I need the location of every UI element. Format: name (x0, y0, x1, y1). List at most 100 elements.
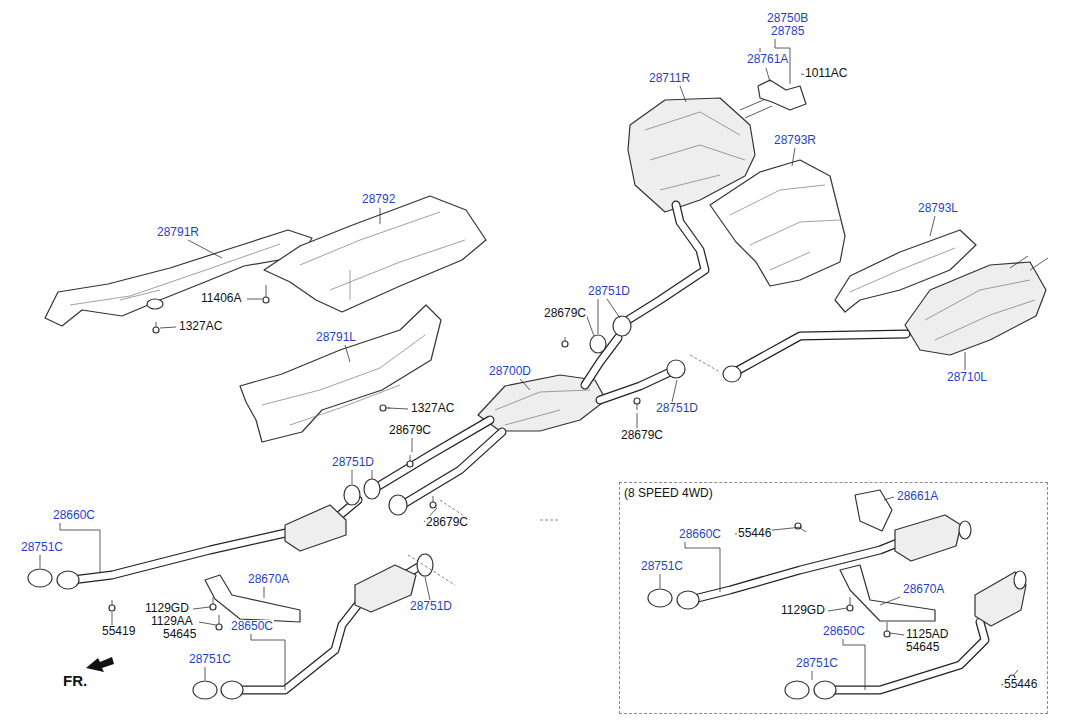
callout-number: 1327AC (410, 402, 455, 415)
callout-number: 28751C (20, 541, 64, 554)
leader-line (345, 299, 965, 484)
gasket (648, 589, 672, 607)
exhaust-pipe (620, 205, 705, 325)
heat-shield (300, 212, 465, 300)
gasket (193, 681, 217, 699)
direction-arrow (86, 657, 114, 672)
heat-shield (264, 196, 486, 312)
heat-shield (240, 305, 441, 442)
bolt (263, 297, 269, 303)
exhaust-pipe (735, 334, 906, 372)
bracket (855, 490, 892, 531)
callout-number: 28791R (156, 226, 200, 239)
exhaust-pipe (600, 373, 668, 400)
callout-number: 28650C (822, 625, 866, 638)
bolt (109, 73, 1018, 681)
bolt (216, 624, 222, 630)
exhaust-pipe (690, 542, 900, 600)
callout-number: 28750B (766, 12, 809, 25)
leader-line (40, 497, 1015, 690)
muffler (628, 98, 755, 212)
callout-number: 28679C (388, 424, 432, 437)
gasket (677, 591, 699, 609)
exhaust-pipe (600, 373, 668, 400)
callout-number: 28679C (543, 307, 587, 320)
callout-number: 54645 (905, 641, 940, 654)
muffler (925, 280, 1035, 340)
callout-number: 1011AC (804, 67, 848, 80)
callout-number: 28700D (488, 365, 532, 378)
bolt (210, 604, 216, 610)
muffler (1010, 256, 1048, 270)
callout-number: 28791L (315, 331, 357, 344)
bolt (430, 502, 436, 508)
callout-number: 28751D (655, 402, 699, 415)
gasket (57, 571, 79, 589)
gasket (28, 569, 52, 587)
callout-number: 1129AA (150, 615, 194, 628)
exhaust-pipe (690, 542, 900, 600)
callout-number: 28660C (678, 528, 722, 541)
exhaust-pipe (402, 432, 502, 505)
callout-number: 28751D (587, 285, 631, 298)
callout-number: 28679C (425, 516, 469, 529)
gasket (221, 681, 243, 699)
gasket (389, 495, 407, 515)
exhaust-pipe (72, 205, 985, 690)
gasket (613, 316, 631, 336)
callout-number: 28785 (770, 25, 805, 38)
callout-number: 28711R (648, 72, 691, 85)
callout-number: 54645 (162, 628, 197, 641)
callout-number: 28761A (746, 53, 789, 66)
muffler (478, 98, 1048, 431)
callout-number: 28661A (896, 490, 939, 503)
callout-number: 1327AC (178, 320, 223, 333)
bolt (562, 341, 568, 347)
gasket (1014, 571, 1026, 589)
bolt (634, 398, 640, 404)
callout-number: 28670A (247, 573, 290, 586)
catalytic-converter (355, 565, 416, 612)
catalytic-converter (975, 572, 1026, 626)
gasket (723, 366, 741, 382)
bolt (884, 631, 890, 637)
callout-number: 28751C (795, 657, 839, 670)
bolt (109, 605, 115, 611)
catalytic-converter (895, 515, 961, 561)
leader-line (160, 86, 935, 328)
muffler (645, 112, 745, 190)
heat-shield (70, 244, 280, 305)
callout-number: 28660C (52, 509, 96, 522)
bolt (112, 285, 1018, 676)
gasket (417, 554, 433, 576)
bracket (758, 80, 806, 110)
callout-number: 28792 (361, 193, 396, 206)
callout-number: 55446 (737, 527, 772, 540)
exhaust-pipe (402, 432, 502, 505)
heat-shield (730, 185, 840, 270)
variant-region: (8 SPEED 4WD) (619, 482, 1048, 714)
heat-shield (850, 248, 955, 292)
heat-shield (45, 230, 312, 326)
callout-number: 1129GD (144, 602, 190, 615)
gasket (344, 485, 360, 505)
bolt (847, 605, 853, 611)
heat-shield (45, 160, 976, 442)
direction-arrow (86, 657, 114, 672)
catalytic-converter (285, 505, 346, 551)
gasket (590, 335, 606, 353)
catalytic-converter (285, 505, 1026, 626)
callout-number: 28751D (409, 600, 453, 613)
muffler (905, 262, 1046, 355)
callout-number: 28751C (640, 560, 684, 573)
gasket (814, 681, 836, 699)
bolt (380, 405, 386, 411)
heat-shield (262, 335, 425, 425)
muffler (495, 390, 590, 425)
callout-number: 28710L (946, 371, 988, 384)
gasket (364, 479, 380, 499)
leader-line (40, 39, 1015, 690)
callout-number: 28650C (230, 620, 274, 633)
callout-number: 1129GD (780, 604, 826, 617)
direction-label: FR. (62, 672, 88, 689)
